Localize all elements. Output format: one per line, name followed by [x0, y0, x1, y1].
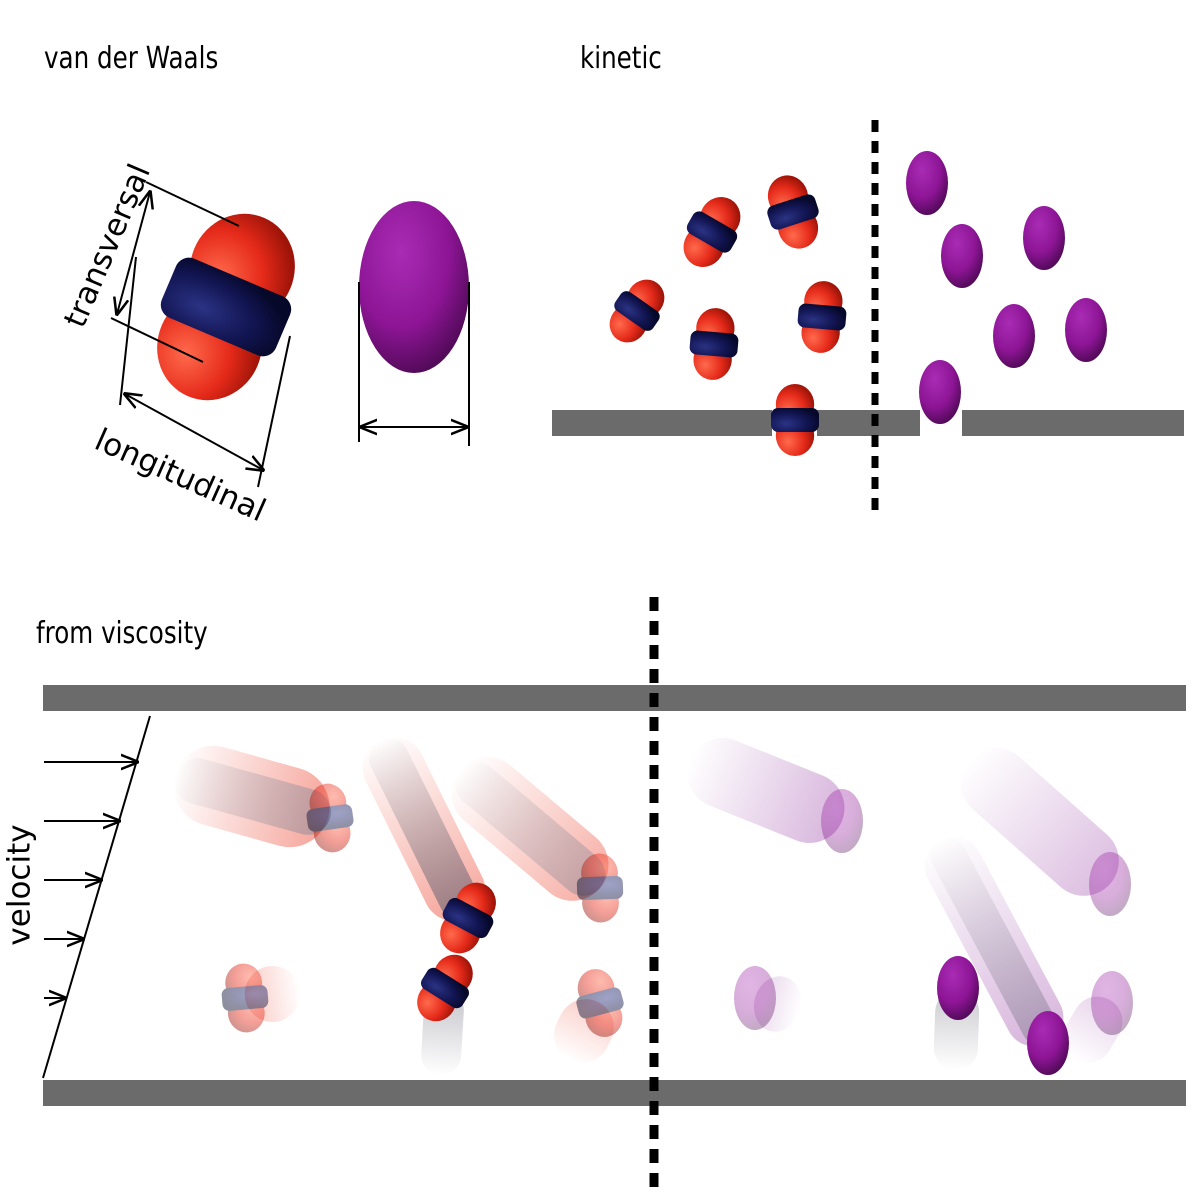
argon-atom-faded: [1089, 852, 1131, 916]
velocity-arrows: [44, 762, 137, 998]
co2-molecule: [770, 383, 820, 457]
co2-molecule: [440, 882, 496, 954]
argon-atom: [1065, 298, 1107, 362]
motion-trail: [687, 738, 845, 843]
co2-molecule: [417, 954, 473, 1022]
velocity-label: velocity: [1, 824, 38, 946]
co2-molecule-faded: [221, 963, 269, 1033]
motion-trail: [368, 737, 480, 921]
co2-molecule: [767, 175, 819, 249]
kinetic-co2-molecules: [609, 175, 847, 457]
co2-molecule: [609, 279, 665, 343]
viscosity-argon-atoms: [734, 789, 1133, 1075]
diameter-dimension: [358, 282, 470, 446]
argon-atom-faded: [1091, 971, 1133, 1035]
velocity-profile-line: [42, 715, 151, 1079]
kinetic-argon-atoms: [906, 151, 1107, 424]
motion-trail: [961, 748, 1119, 896]
argon-atom: [906, 151, 948, 215]
from-viscosity-title: from viscosity: [36, 616, 208, 651]
co2-molecule-faded: [306, 783, 354, 853]
viscosity-co2-molecules: [221, 783, 624, 1037]
argon-atom: [919, 360, 961, 424]
argon-atom: [937, 956, 979, 1020]
viscosity-bottom-plate: [43, 1080, 1186, 1106]
longitudinal-dimension: [119, 256, 291, 488]
argon-atom-faded: [821, 789, 863, 853]
transversal-dimension: [110, 181, 240, 363]
co2-large-molecule: [157, 213, 295, 401]
argon-atom: [1027, 1011, 1069, 1075]
van-der-waals-title: van der Waals: [44, 41, 219, 76]
argon-atom: [941, 224, 983, 288]
kinetic-title: kinetic: [580, 41, 662, 76]
argon-atom-faded: [734, 966, 776, 1030]
co2-molecule-faded: [576, 969, 624, 1037]
argon-atom: [993, 304, 1035, 368]
co2-molecule: [797, 281, 847, 353]
motion-trail: [454, 762, 606, 896]
viscosity-top-plate: [43, 685, 1186, 711]
motion-trail: [174, 758, 331, 835]
argon-atom: [1023, 206, 1065, 270]
co2-molecule-faded: [576, 853, 624, 923]
co2-molecule: [689, 308, 739, 380]
argon-large-atom: [359, 201, 469, 373]
motion-trail: [930, 837, 1058, 1046]
motion-trails: [173, 736, 1123, 1076]
co2-molecule: [683, 196, 741, 268]
kinetic-membrane: [552, 410, 1184, 436]
